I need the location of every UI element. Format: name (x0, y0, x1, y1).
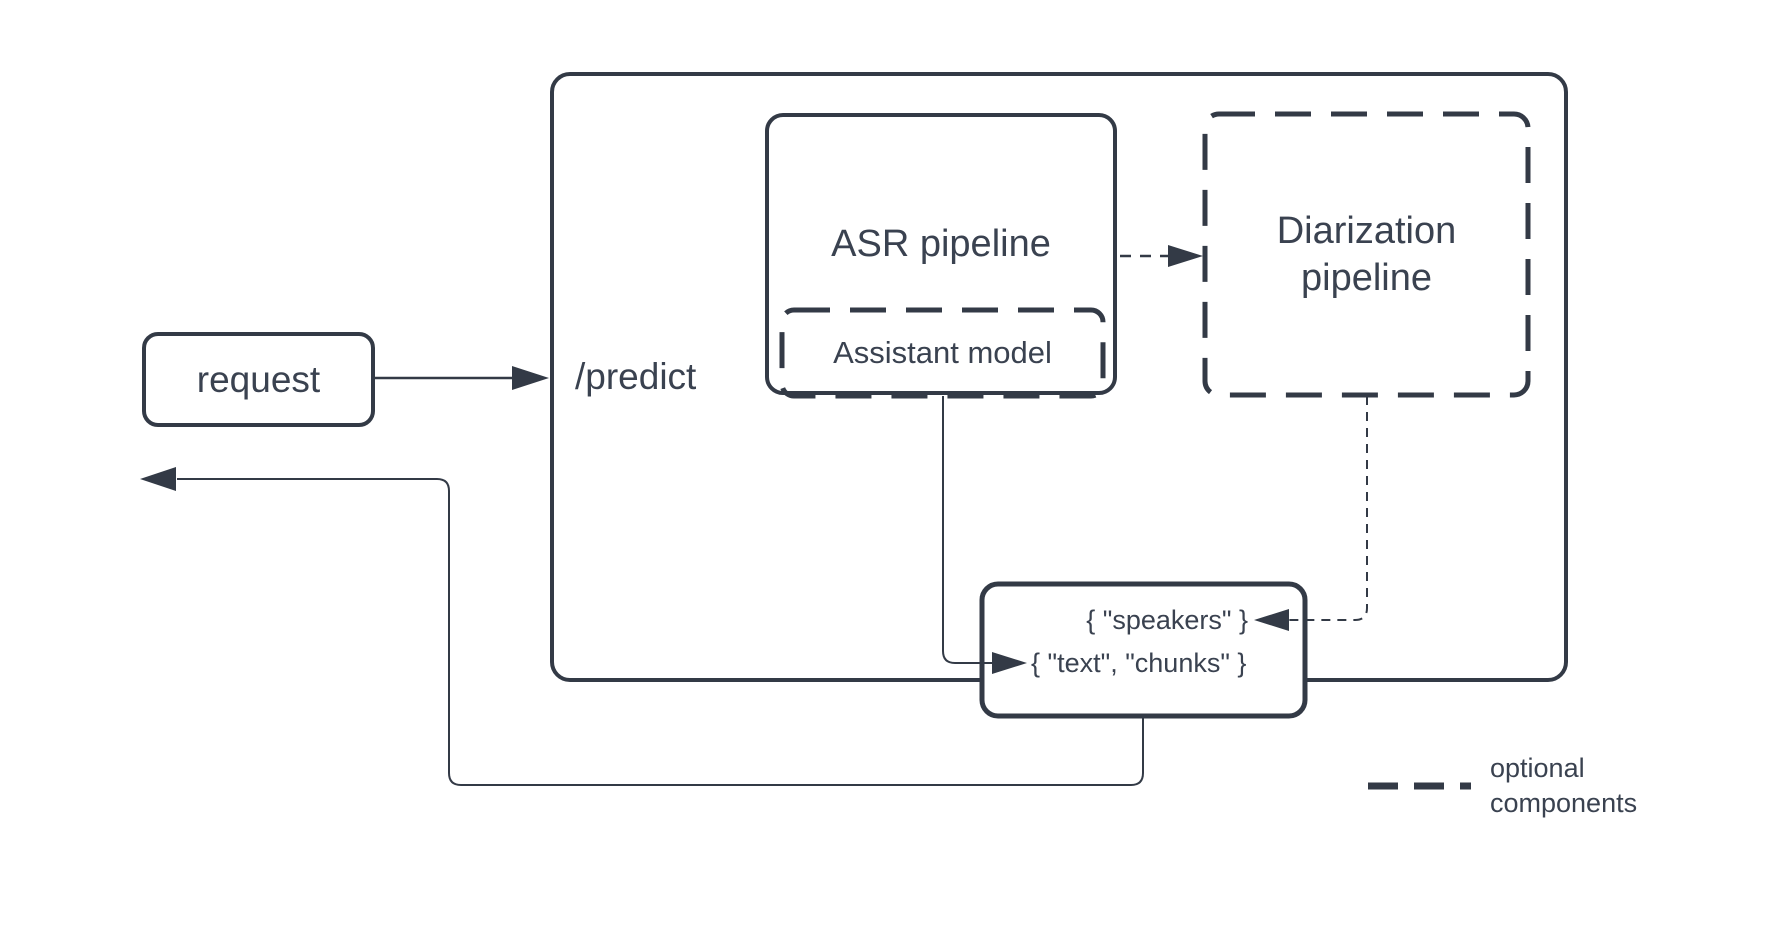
legend-label: optional components (1490, 753, 1638, 818)
response-return-line (177, 478, 1144, 786)
response-return-arrowhead-icon (140, 467, 176, 491)
asr-pipeline-label: ASR pipeline (831, 223, 1051, 265)
output-text-chunks-label: { "text", "chunks" } (1031, 648, 1247, 678)
assistant-model-label: Assistant model (833, 335, 1052, 370)
assistant-to-output-arrowhead-icon (992, 652, 1027, 674)
predict-endpoint-label: /predict (575, 356, 697, 397)
output-speakers-label: { "speakers" } (1086, 605, 1248, 635)
asr-pipeline-box (765, 113, 1117, 395)
request-label: request (196, 358, 321, 400)
assistant-model-box (779, 307, 1106, 399)
assistant-to-output-line (942, 396, 992, 664)
diarization-pipeline-label: Diarization pipeline (1276, 209, 1457, 299)
diarization-to-output-line (1289, 396, 1368, 621)
diarization-to-output-arrowhead-icon (1254, 609, 1289, 631)
asr-to-diarization-arrowhead-icon (1168, 245, 1203, 267)
request-box (142, 332, 375, 427)
request-to-predict-arrowhead-icon (512, 366, 549, 390)
diarization-pipeline-box (1202, 111, 1531, 398)
